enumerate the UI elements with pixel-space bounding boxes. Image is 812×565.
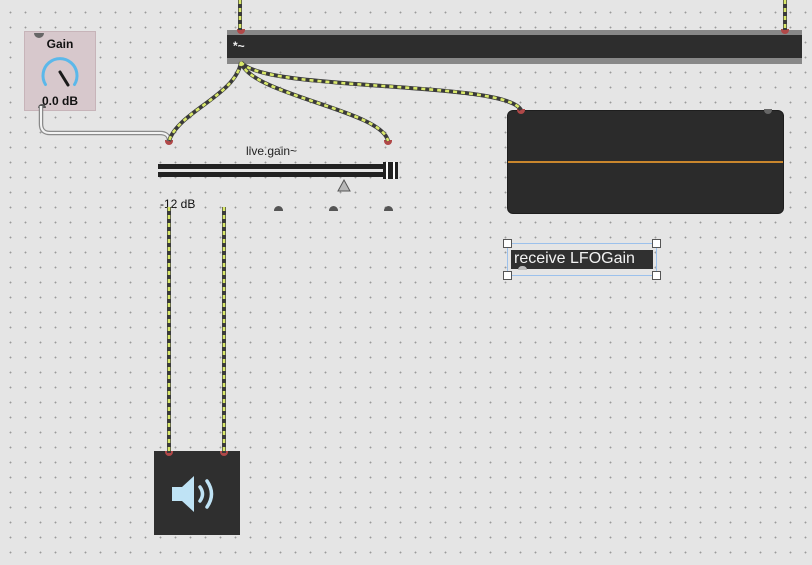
live-gain-outlet-3[interactable]: [274, 206, 283, 211]
live-gain-inlet-left[interactable]: [165, 140, 173, 145]
live-gain-outlet-4[interactable]: [329, 206, 338, 211]
meter-bar-right: [158, 172, 384, 177]
gain-dial[interactable]: Gain 0.0 dB: [24, 31, 96, 111]
selection-handle-bottom-left[interactable]: [503, 271, 512, 280]
signal-scope[interactable]: [507, 110, 784, 214]
multiply-right-inlet[interactable]: [781, 29, 789, 34]
speaker-icon: [172, 476, 214, 512]
live-gain-meter[interactable]: [158, 162, 398, 179]
live-gain-value: -12 dB: [160, 197, 196, 211]
gain-slider-thumb-icon[interactable]: [337, 179, 351, 192]
receive-lfogain-object[interactable]: receive LFOGain: [503, 239, 661, 280]
meter-bar-left: [158, 164, 384, 169]
scope-trace: [508, 161, 783, 163]
receive-object-outlet[interactable]: [518, 266, 527, 270]
speaker-inlet-left[interactable]: [165, 451, 173, 456]
receive-object-body: [511, 250, 653, 269]
selection-handle-top-right[interactable]: [652, 239, 661, 248]
selection-handle-bottom-right[interactable]: [652, 271, 661, 280]
scope-inlet-right[interactable]: [764, 109, 772, 114]
receive-object-label: receive LFOGain: [514, 250, 635, 267]
speaker-inlet-right[interactable]: [220, 451, 228, 456]
scope-inlet-left[interactable]: [517, 109, 525, 114]
multiply-object-label: *~: [233, 39, 245, 53]
dial-knob-icon[interactable]: [38, 52, 82, 94]
gain-dial-title: Gain: [46, 37, 74, 51]
live-gain-outlet-5[interactable]: [384, 206, 393, 211]
live-gain-label: live.gain~: [246, 144, 298, 158]
selection-handle-top-left[interactable]: [503, 239, 512, 248]
gain-dial-inlet[interactable]: [34, 33, 44, 38]
gain-dial-value: 0.0 dB: [41, 94, 78, 108]
multiply-left-inlet[interactable]: [237, 29, 245, 34]
meter-clip-indicator: [383, 162, 398, 179]
audio-output-button[interactable]: [154, 451, 240, 535]
gain-dial-outlet[interactable]: [38, 104, 46, 108]
live-gain-inlet-right[interactable]: [384, 140, 392, 145]
multiply-signal-object[interactable]: *~: [227, 30, 802, 64]
